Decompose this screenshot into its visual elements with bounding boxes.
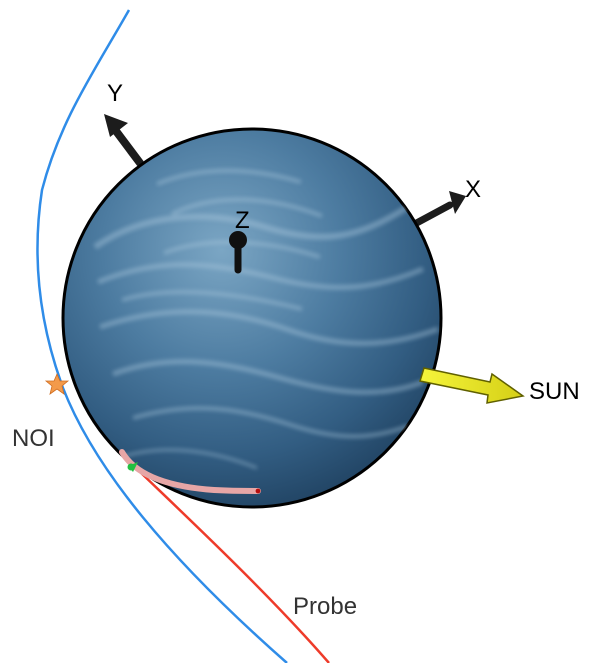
ground-track-path bbox=[119, 449, 261, 494]
probe-trajectory-path bbox=[137, 469, 330, 663]
x-axis-label: X bbox=[465, 176, 481, 203]
z-axis-label: Z bbox=[235, 207, 250, 234]
noi-star-icon bbox=[44, 372, 70, 395]
y-axis-label: Y bbox=[107, 80, 123, 107]
planet-sphere bbox=[61, 127, 443, 509]
z-axis-marker bbox=[229, 231, 247, 274]
noi-label: NOI bbox=[12, 425, 55, 452]
y-axis-arrow bbox=[104, 114, 144, 167]
probe-label: Probe bbox=[293, 593, 357, 620]
sun-label: SUN bbox=[529, 378, 580, 405]
sun-direction-arrow bbox=[419, 367, 525, 404]
blue-orbit-path bbox=[36, 9, 288, 663]
ground-track-end-marker bbox=[255, 488, 261, 494]
probe-arrow-icon bbox=[127, 462, 138, 472]
